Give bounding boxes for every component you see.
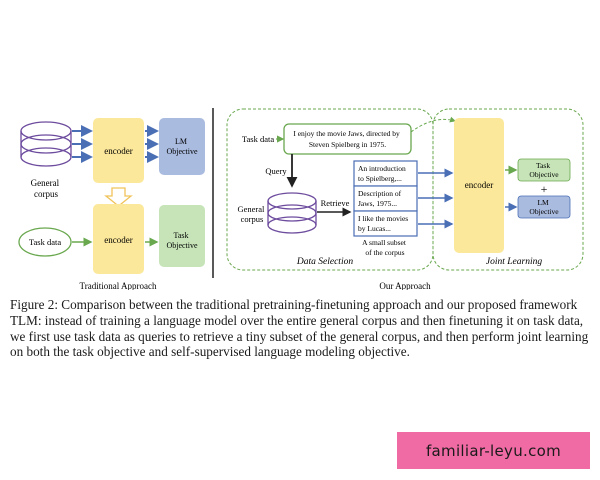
left-task-objective-box: [159, 205, 205, 267]
data-selection-label: Data Selection: [296, 257, 353, 267]
figure-2-diagram: General corpus encoder LM Objective Task: [18, 108, 584, 290]
snippet-box: [353, 185, 418, 212]
our-approach-panel: Task data I enjoy the movie Jaws, direct…: [226, 108, 584, 290]
query-label: Query: [265, 166, 287, 176]
left-encoder-bottom: [93, 204, 144, 274]
task-example-text: I enjoy the movie Jaws, directed by Stev…: [293, 129, 401, 149]
data-selection-panel: [226, 108, 434, 271]
traditional-approach-caption: Traditional Approach: [80, 281, 157, 290]
our-approach-caption: Our Approach: [379, 281, 431, 290]
left-lm-objective-box: [159, 118, 205, 175]
general-corpus-disk-icon: [20, 121, 72, 167]
snippet-box: [353, 160, 418, 187]
task-to-encoder-connector: [410, 116, 456, 133]
right-lm-objective-label: LM Objective: [529, 198, 559, 216]
right-task-objective-box: [517, 158, 571, 182]
left-encoder-bottom-label: encoder: [104, 235, 132, 245]
left-task-objective-label: Task Objective: [166, 231, 198, 250]
left-task-data-label: Task data: [29, 237, 61, 247]
right-general-corpus-label: General corpus: [237, 204, 266, 224]
plus-sign: +: [541, 182, 548, 196]
traditional-approach-panel: General corpus encoder LM Objective Task: [18, 118, 205, 290]
left-encoder-top-label: encoder: [104, 146, 132, 156]
joint-learning-panel: [432, 108, 584, 271]
retrieve-label: Retrieve: [321, 198, 350, 208]
left-task-data-ellipse: [18, 227, 72, 257]
snippet-box: [353, 210, 418, 237]
subset-label: A small subset of the corpus: [362, 238, 408, 257]
left-lm-objective-label: LM Objective: [166, 137, 198, 156]
left-general-corpus-label: General corpus: [31, 178, 62, 199]
snippet-text: Description of Jaws, 1975...: [358, 189, 403, 208]
finetune-down-arrow-icon: [104, 187, 133, 207]
joint-encoder-label: encoder: [465, 180, 493, 190]
task-example-box: [283, 123, 412, 155]
right-general-corpus-disk-icon: [267, 192, 317, 234]
joint-encoder: [454, 118, 504, 253]
right-lm-objective-box: [517, 195, 571, 219]
right-task-objective-label: Task Objective: [529, 161, 559, 179]
joint-learning-label: Joint Learning: [486, 257, 542, 267]
figure-caption: Figure 2: Comparison between the traditi…: [10, 297, 589, 360]
left-encoder-top: [93, 118, 144, 183]
snippet-text: I like the movies by Lucas...: [358, 214, 410, 233]
watermark-badge: familiar-leyu.com: [397, 432, 590, 469]
retrieved-snippets: An introduction to Spielberg,... Descrip…: [353, 160, 418, 237]
right-task-data-label: Task data: [242, 134, 274, 144]
snippet-text: An introduction to Spielberg,...: [358, 164, 408, 183]
